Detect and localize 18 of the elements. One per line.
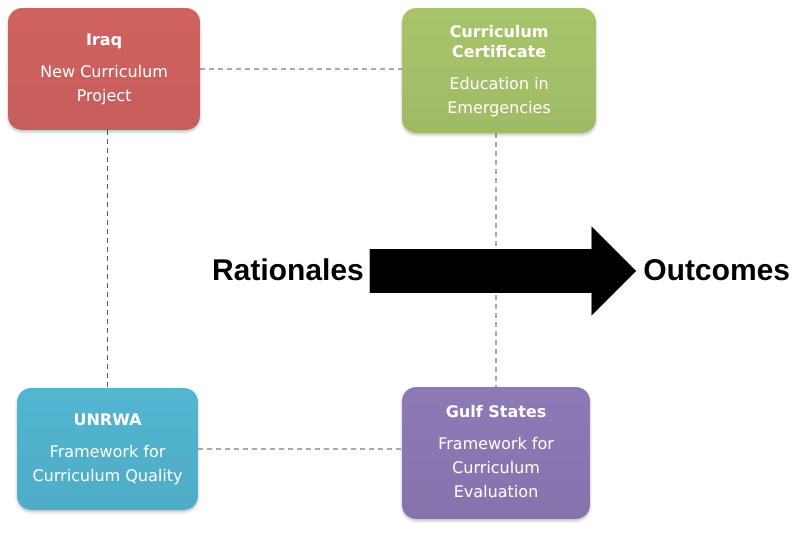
rounded-box bbox=[17, 388, 198, 510]
label-text: Outcomes bbox=[643, 254, 790, 288]
box-text: Framework for Curriculum Quality bbox=[32, 441, 184, 487]
box-text: New Curriculum Project bbox=[39, 61, 169, 107]
rounded-box bbox=[402, 387, 590, 519]
label-text: Rationales bbox=[212, 254, 364, 288]
box-text: Framework for Curriculum Evaluation bbox=[437, 433, 555, 503]
box-heading: Gulf States bbox=[446, 402, 546, 422]
box-heading: UNRWA bbox=[73, 410, 142, 430]
box-heading: Iraq bbox=[86, 30, 122, 50]
dashed-connector bbox=[198, 448, 402, 450]
box-heading: Curriculum Certificate bbox=[448, 22, 550, 62]
dashed-connector bbox=[107, 130, 108, 388]
block-arrow bbox=[370, 226, 636, 316]
rounded-box bbox=[8, 8, 200, 130]
dashed-connector bbox=[200, 68, 402, 70]
box-text: Education in Emergencies bbox=[446, 72, 552, 118]
rounded-box bbox=[402, 8, 596, 133]
